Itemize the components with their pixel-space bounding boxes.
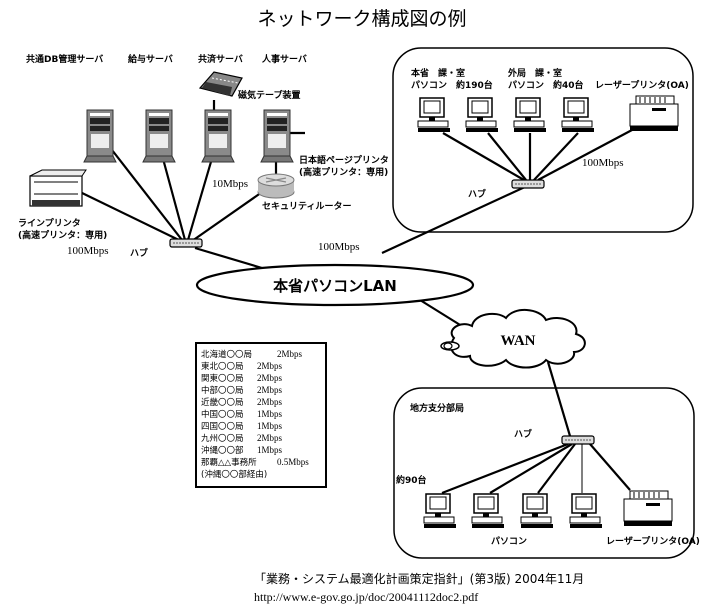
line-printer-speed: 100Mbps bbox=[67, 245, 109, 257]
server-label-db: 共通DB管理サーバ bbox=[26, 53, 103, 65]
security-router-icon bbox=[257, 173, 295, 199]
wire-regional-pc-3 bbox=[537, 443, 576, 494]
wire-router bbox=[191, 189, 266, 242]
regional-printer-label: レーザープリンタ(OA) bbox=[606, 535, 700, 547]
server-label-payroll: 給与サーバ bbox=[128, 53, 173, 65]
wire-regional-pc-2 bbox=[489, 443, 573, 494]
tape-device-label: 磁気テープ装置 bbox=[238, 89, 300, 101]
regional-pc-label: パソコン bbox=[491, 535, 527, 547]
page-title: ネットワーク構成図の例 bbox=[257, 8, 466, 30]
router-label: セキュリティルーター bbox=[262, 200, 351, 212]
laser-printer-icon bbox=[629, 95, 679, 132]
ministry-hub-icon bbox=[511, 179, 545, 189]
legend-office: 中国〇〇局 bbox=[201, 409, 244, 420]
wire-ministry-pc-4 bbox=[533, 132, 579, 181]
laser-printer-icon bbox=[623, 490, 673, 527]
legend-office: 四国〇〇局 bbox=[201, 422, 244, 432]
pc-icon bbox=[471, 493, 505, 529]
regional-title: 地方支分部局 bbox=[410, 402, 464, 414]
pc-icon bbox=[417, 97, 451, 133]
legend-office: 関東〇〇局 bbox=[201, 373, 244, 384]
server-label-mutual-aid: 共済サーバ bbox=[198, 53, 243, 65]
legend-office: 九州〇〇局 bbox=[201, 434, 244, 444]
wire-ministry-pc-1 bbox=[442, 132, 525, 181]
ministry-group1-line1: 本省 課・室 bbox=[411, 67, 465, 79]
wire-regional-printer bbox=[589, 443, 631, 491]
regional-hub-label: ハブ bbox=[514, 428, 532, 440]
regional-hub-icon bbox=[561, 435, 595, 445]
db-server-icon bbox=[83, 109, 117, 163]
router-speed: 10Mbps bbox=[212, 178, 248, 190]
legend-speed: 0.5Mbps bbox=[277, 457, 309, 467]
pc-icon bbox=[513, 97, 547, 133]
pc-icon bbox=[561, 97, 595, 133]
ministry-speed: 100Mbps bbox=[582, 157, 624, 169]
line-printer-icon bbox=[29, 169, 87, 207]
hr-server-icon bbox=[260, 109, 294, 163]
wire-hub-lan bbox=[194, 246, 263, 270]
line-printer-label-2: (高速プリンタ：専用) bbox=[18, 229, 107, 241]
source-url: http://www.e-gov.go.jp/doc/20041112doc2.… bbox=[254, 590, 478, 604]
jp-printer-label-2: (高速プリンタ：専用) bbox=[299, 166, 388, 178]
wire-wan-regional bbox=[546, 361, 572, 437]
server-label-hr: 人事サーバ bbox=[261, 53, 307, 65]
jp-printer-label-1: 日本語ページプリンタ bbox=[299, 154, 389, 166]
wire-regional-pc-1 bbox=[441, 442, 569, 495]
wire-server-1 bbox=[111, 149, 183, 241]
ministry-hub-label: ハブ bbox=[468, 188, 486, 200]
legend-speed: 2Mbps bbox=[257, 433, 283, 443]
mutual-aid-server-icon bbox=[201, 109, 235, 163]
payroll-server-icon bbox=[142, 109, 176, 163]
legend-speed: 1Mbps bbox=[257, 421, 283, 431]
pc-icon bbox=[465, 97, 499, 133]
wire-server-2 bbox=[160, 154, 187, 241]
legend-office: (沖縄〇〇部経由) bbox=[201, 469, 267, 480]
ministry-lan-ellipse bbox=[195, 263, 475, 307]
legend-office: 那覇△△事務所 bbox=[201, 457, 257, 468]
wire-line-printer bbox=[79, 191, 186, 244]
ministry-lan-box bbox=[392, 47, 694, 233]
legend-speed: 2Mbps bbox=[257, 373, 283, 383]
pc-icon bbox=[423, 493, 457, 529]
tape-device-icon bbox=[198, 71, 243, 97]
legend-speed: 2Mbps bbox=[277, 349, 303, 359]
ministry-group1-line2: パソコン 約190台 bbox=[411, 79, 493, 91]
wire-lan-ministry bbox=[381, 185, 528, 254]
legend-speed: 1Mbps bbox=[257, 445, 283, 455]
source-citation: 「業務・システム最適化計画策定指針」(第3版) 2004年11月 bbox=[254, 571, 584, 586]
pc-icon bbox=[569, 493, 603, 529]
legend-office: 中部〇〇局 bbox=[201, 385, 244, 396]
legend-rows: 北海道〇〇局 2Mbps 東北〇〇局 2Mbps 関東〇〇局 2Mbps 中部〇〇局 2Mbp… bbox=[201, 349, 309, 480]
backbone-speed: 100Mbps bbox=[318, 241, 360, 253]
ministry-printer-label: レーザープリンタ(OA) bbox=[595, 79, 689, 91]
left-hub-icon bbox=[169, 238, 203, 248]
line-printer-label-1: ラインプリンタ bbox=[18, 217, 81, 229]
wire-ministry-pc-2 bbox=[487, 132, 527, 181]
legend-office: 北海道〇〇局 bbox=[201, 349, 252, 360]
regional-speed-legend bbox=[195, 342, 327, 488]
left-hub-label: ハブ bbox=[130, 247, 148, 259]
pc-icon bbox=[520, 493, 554, 529]
wan-label: WAN bbox=[500, 333, 535, 349]
ministry-group2-line1: 外局 課・室 bbox=[507, 67, 562, 79]
regional-count: 約90台 bbox=[396, 474, 427, 486]
legend-office: 沖縄〇〇部 bbox=[201, 445, 244, 456]
wan-cloud-icon bbox=[440, 309, 586, 369]
regional-lan-box bbox=[393, 387, 695, 559]
legend-speed: 1Mbps bbox=[257, 409, 283, 419]
wire-lan-wan bbox=[419, 299, 466, 329]
legend-speed: 2Mbps bbox=[257, 397, 283, 407]
wire-ministry-printer bbox=[537, 129, 633, 181]
lan-label: 本省パソコンLAN bbox=[273, 277, 397, 295]
wire-server-3 bbox=[186, 154, 215, 241]
legend-office: 東北〇〇局 bbox=[201, 361, 244, 372]
ministry-group2-line2: パソコン 約40台 bbox=[508, 79, 584, 91]
legend-speed: 2Mbps bbox=[257, 385, 283, 395]
legend-speed: 2Mbps bbox=[257, 361, 283, 371]
legend-office: 近畿〇〇局 bbox=[201, 397, 244, 408]
